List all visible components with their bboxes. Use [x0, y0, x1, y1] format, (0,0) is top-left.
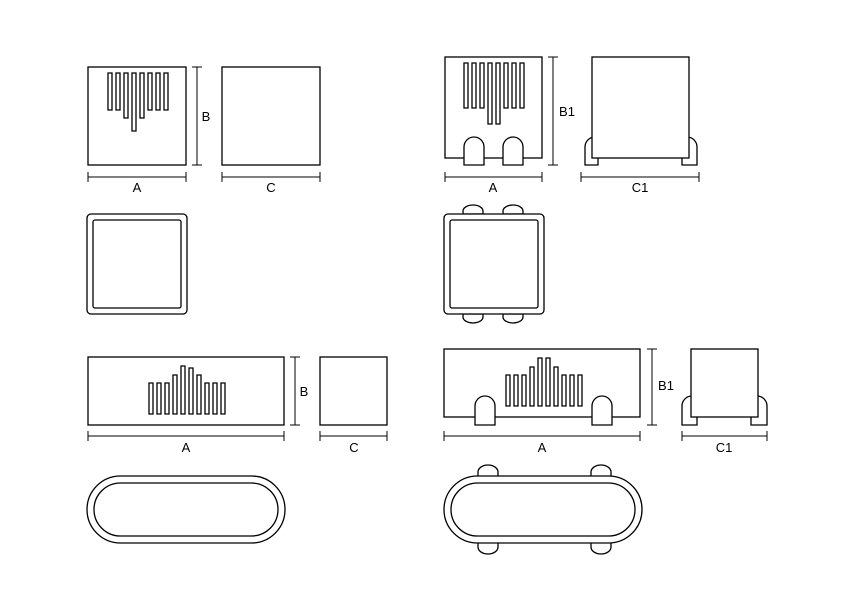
- oblong-part-body: [87, 356, 285, 426]
- oblong-part-fin-pattern: [148, 365, 226, 415]
- dimension-a-square-footed: A: [444, 172, 543, 195]
- oblong-footed-part-front-view: [443, 348, 641, 426]
- dimension-b1-oblong-footed: B1: [647, 348, 674, 426]
- dimension-c1-square-footed: C1: [580, 172, 700, 195]
- dimension-label-c: C: [266, 180, 275, 195]
- oblong-footed-part-left-foot: [474, 395, 496, 426]
- dimension-b1-square-footed: B1: [548, 56, 575, 166]
- oblong-footed-part-body: [443, 348, 641, 418]
- square-part-front-view: [87, 66, 187, 166]
- square-part-side-view: [221, 66, 321, 166]
- dimension-b-square: B: [192, 66, 211, 166]
- dimension-label-c1: C1: [632, 180, 649, 195]
- dimension-label-b: B: [300, 384, 309, 399]
- dimension-label-b1: B1: [658, 378, 674, 393]
- oblong-footed-part-top-inner: [450, 482, 636, 537]
- dimension-label-a: A: [182, 440, 191, 455]
- dimension-c-square: C: [221, 172, 321, 195]
- oblong-part-top-view: [86, 475, 286, 544]
- square-part-body: [87, 66, 187, 166]
- square-part-top-view: [86, 213, 188, 315]
- dimension-label-a: A: [489, 180, 498, 195]
- square-footed-part-front-view: [444, 56, 543, 166]
- top-foot-lower-left: [462, 313, 484, 324]
- oblong-top-foot-upper-left: [477, 464, 499, 479]
- square-part-fin-pattern: [107, 72, 169, 132]
- dimension-a-square: A: [87, 172, 187, 195]
- oblong-top-foot-upper-right: [590, 464, 612, 479]
- top-foot-upper-right: [502, 204, 524, 215]
- oblong-part-top-outer: [86, 475, 286, 544]
- oblong-footed-part-top-view: [443, 464, 643, 555]
- square-footed-part-fin-pattern: [463, 62, 525, 125]
- oblong-footed-part-side-view: [681, 348, 768, 426]
- dimension-label-b1: B1: [559, 104, 575, 119]
- dimension-label-a: A: [133, 180, 142, 195]
- oblong-part-top-inner: [93, 482, 279, 537]
- oblong-top-foot-lower-left: [477, 540, 499, 555]
- square-footed-part-top-view: [443, 204, 545, 324]
- oblong-footed-part-top-outer: [443, 475, 643, 544]
- dimension-b-oblong: B: [290, 356, 309, 426]
- side-body: [591, 56, 690, 159]
- dimension-label-c: C: [349, 440, 358, 455]
- dimension-label-b: B: [202, 109, 211, 124]
- square-part-top-outer: [86, 213, 188, 315]
- square-footed-part-top-inner: [449, 219, 539, 309]
- dimension-c-oblong: C: [319, 431, 388, 455]
- top-foot-upper-left: [462, 204, 484, 215]
- square-footed-part-body: [444, 56, 543, 159]
- square-footed-part-side-view: [584, 56, 698, 166]
- top-foot-lower-right: [502, 313, 524, 324]
- oblong-footed-part-fin-pattern: [505, 357, 583, 407]
- square-footed-part-right-foot: [502, 136, 524, 166]
- dimension-a-oblong: A: [87, 431, 285, 455]
- square-footed-part-top-outer: [443, 213, 545, 315]
- dimension-a-oblong-footed: A: [443, 431, 641, 455]
- oblong-top-foot-lower-right: [590, 540, 612, 555]
- oblong-footed-part-right-foot: [591, 395, 613, 426]
- square-part-top-inner: [92, 219, 182, 309]
- oblong-side-body: [690, 348, 759, 418]
- square-footed-part-left-foot: [463, 136, 485, 166]
- dimension-c1-oblong-footed: C1: [681, 431, 768, 455]
- oblong-part-front-view: [87, 356, 285, 426]
- dimension-label-a: A: [538, 440, 547, 455]
- oblong-part-side-view: [319, 356, 388, 426]
- dimension-label-c1: C1: [716, 440, 733, 455]
